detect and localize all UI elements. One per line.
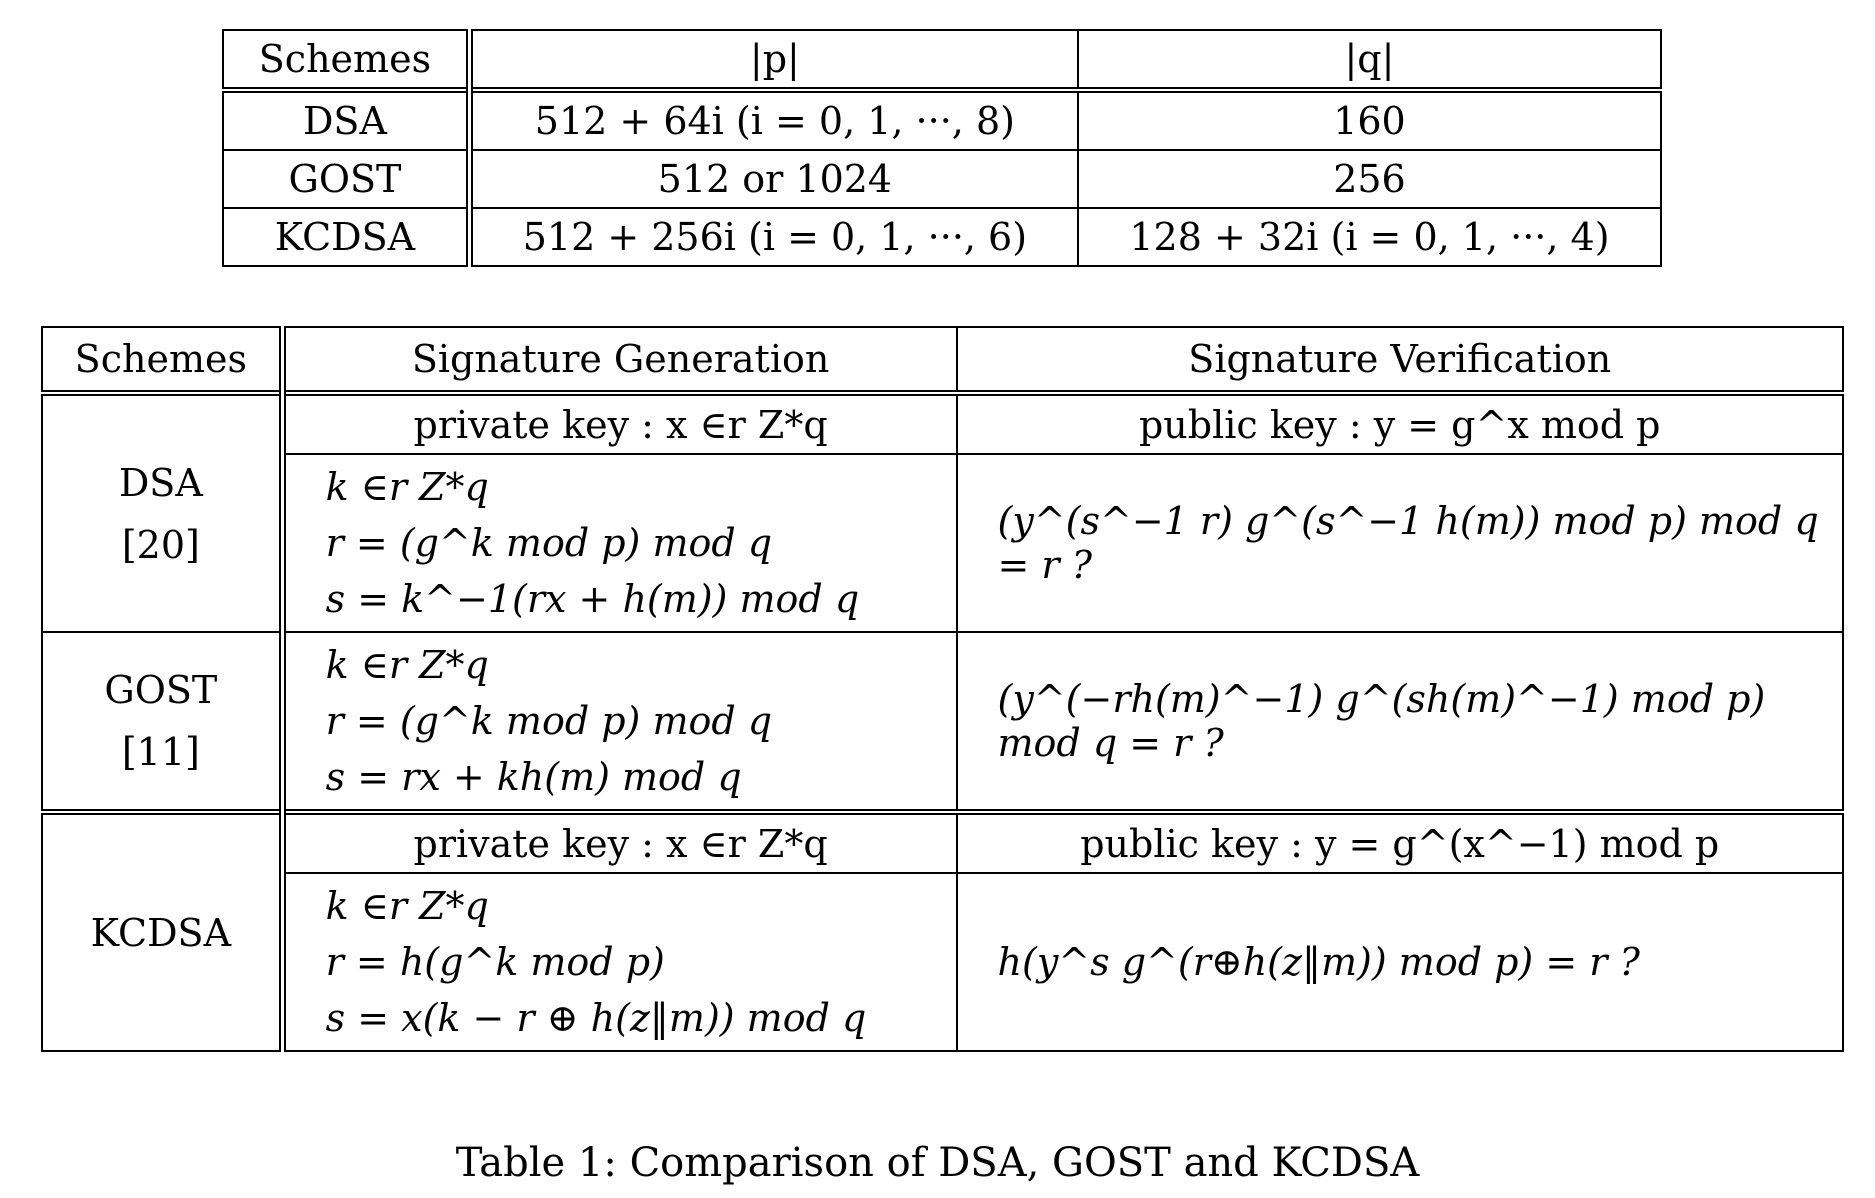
dsa-private-key: private key : x ∈r Z*q — [281, 390, 958, 455]
table1-scheme: GOST — [221, 149, 473, 209]
gost-generation: k ∈r Z*q r = (g^k mod p) mod q s = rx + … — [281, 631, 958, 813]
dsa-public-key: public key : y = g^x mod p — [955, 390, 1845, 455]
gost-ref: [11] — [121, 730, 200, 774]
dsa-gen-step: s = k^−1(rx + h(m)) mod q — [325, 577, 860, 621]
table1-header-schemes: Schemes — [221, 29, 473, 91]
kcdsa-formula-row: k ∈r Z*q r = h(g^k mod p) s = x(k − r ⊕ … — [42, 872, 1845, 1052]
kcdsa-verification: h(y^s g^(r⊕h(z‖m)) mod p) = r ? — [955, 872, 1845, 1052]
gost-gen-step: k ∈r Z*q — [325, 643, 489, 687]
kcdsa-key-row: KCDSA private key : x ∈r Z*q public key … — [40, 809, 1845, 1052]
table1-scheme: KCDSA — [221, 207, 473, 267]
table2-header-verification: Signature Verification — [955, 326, 1845, 394]
kcdsa-generation: k ∈r Z*q r = h(g^k mod p) s = x(k − r ⊕ … — [281, 872, 958, 1052]
kcdsa-scheme-cell: KCDSA — [40, 809, 286, 1052]
table1-row-kcdsa: KCDSA 512 + 256i (i = 0, 1, ···, 6) 128 … — [221, 207, 1663, 267]
kcdsa-public-key: public key : y = g^(x^−1) mod p — [955, 809, 1845, 874]
gost-verification: (y^(−rh(m)^−1) g^(sh(m)^−1) mod p) mod q… — [955, 631, 1845, 813]
kcdsa-gen-step: k ∈r Z*q — [325, 884, 489, 928]
kcdsa-name: KCDSA — [90, 910, 232, 955]
gost-name: GOST — [104, 668, 218, 712]
table1-row-dsa: DSA 512 + 64i (i = 0, 1, ···, 8) 160 — [221, 87, 1663, 151]
table-caption: Table 1: Comparison of DSA, GOST and KCD… — [455, 1140, 1420, 1186]
gost-gen-step: s = rx + kh(m) mod q — [325, 755, 742, 799]
dsa-formula-row: k ∈r Z*q r = (g^k mod p) mod q s = k^−1(… — [42, 453, 1845, 633]
table1-p-size: 512 + 64i (i = 0, 1, ···, 8) — [468, 87, 1079, 151]
gost-formula-row: GOST [11] k ∈r Z*q r = (g^k mod p) mod q… — [40, 631, 1845, 813]
table1-p-size: 512 + 256i (i = 0, 1, ···, 6) — [468, 207, 1079, 267]
table1-header-p: |p| — [468, 29, 1079, 91]
dsa-key-row: DSA [20] private key : x ∈r Z*q public k… — [40, 390, 1845, 633]
kcdsa-private-key: private key : x ∈r Z*q — [281, 809, 958, 874]
dsa-verification: (y^(s^−1 r) g^(s^−1 h(m)) mod p) mod q =… — [955, 453, 1845, 633]
table1-q-size: 160 — [1076, 87, 1663, 151]
dsa-name: DSA — [118, 460, 203, 505]
signature-comparison-table: Schemes Signature Generation Signature V… — [40, 326, 1845, 1052]
table1-row-gost: GOST 512 or 1024 256 — [221, 149, 1663, 209]
dsa-ref: [20] — [121, 522, 200, 567]
gost-scheme-cell: GOST [11] — [40, 631, 286, 813]
table1-header-row: Schemes |p| |q| — [221, 29, 1663, 91]
dsa-generation: k ∈r Z*q r = (g^k mod p) mod q s = k^−1(… — [281, 453, 958, 633]
table1-header-q: |q| — [1076, 29, 1663, 91]
dsa-gen-step: k ∈r Z*q — [325, 465, 489, 509]
dsa-gen-step: r = (g^k mod p) mod q — [325, 521, 773, 565]
kcdsa-gen-step: s = x(k − r ⊕ h(z‖m)) mod q — [325, 996, 867, 1040]
table1-scheme: DSA — [221, 87, 473, 151]
kcdsa-gen-step: r = h(g^k mod p) — [325, 940, 665, 984]
table1-q-size: 128 + 32i (i = 0, 1, ···, 4) — [1076, 207, 1663, 267]
table2-header-schemes: Schemes — [40, 326, 286, 394]
gost-gen-step: r = (g^k mod p) mod q — [325, 699, 773, 743]
table2-header-generation: Signature Generation — [281, 326, 958, 394]
dsa-scheme-cell: DSA [20] — [40, 390, 286, 633]
table2-header-row: Schemes Signature Generation Signature V… — [40, 326, 1845, 394]
table1-q-size: 256 — [1076, 149, 1663, 209]
parameter-size-table: Schemes |p| |q| DSA 512 + 64i (i = 0, 1,… — [221, 29, 1663, 267]
table1-p-size: 512 or 1024 — [468, 149, 1079, 209]
